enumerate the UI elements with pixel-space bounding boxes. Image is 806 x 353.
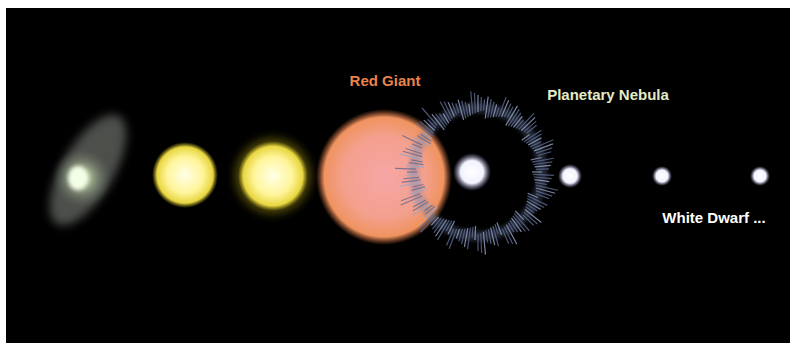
stage-label: White Dwarf ...: [662, 209, 765, 227]
nebula-spike: [428, 119, 436, 128]
nebula-spike: [468, 227, 471, 249]
young-star: [152, 142, 218, 208]
nebula-spike: [456, 104, 459, 114]
nebula-spike: [402, 180, 421, 183]
nebula-spike: [403, 151, 422, 156]
nebula-spike: [531, 158, 542, 160]
nebula-spike: [469, 104, 471, 116]
nebula-spike: [496, 107, 499, 117]
nebula-spike: [516, 120, 523, 128]
nebula-core: [453, 153, 491, 191]
nebula-spike: [446, 220, 452, 231]
nebula-spike: [533, 174, 554, 176]
nebula-spike: [526, 125, 536, 133]
nebula-spike: [536, 194, 549, 199]
nebula-spike: [488, 229, 491, 244]
nebula-spike: [483, 232, 485, 255]
nebula-spike: [522, 134, 530, 140]
nebula-spike: [534, 177, 552, 179]
white-dwarf: [652, 166, 672, 186]
nebula-spike: [533, 162, 552, 165]
main-sequence-star: [235, 138, 311, 214]
nebula-spike: [477, 95, 478, 112]
nebula-spike: [413, 200, 426, 207]
nebula-spike: [536, 185, 558, 190]
stage-label: Red Giant: [350, 72, 421, 90]
nebula-spike: [413, 184, 424, 186]
nebula-spike: [400, 154, 422, 159]
nebula-spike: [528, 138, 541, 145]
nebula-spike: [532, 171, 542, 172]
nebula-spike: [400, 182, 422, 186]
nebula-spike: [534, 144, 553, 151]
nebula-spike: [536, 188, 555, 193]
nebula-spike: [483, 99, 485, 110]
nebula-spike: [477, 234, 478, 251]
nebula-spike: [495, 224, 498, 234]
nebula-spike: [395, 168, 416, 170]
nebula-spike: [538, 152, 551, 156]
nebula-spike: [465, 102, 468, 117]
nebula-spike: [504, 104, 511, 118]
planetary-nebula-ring: [395, 91, 558, 254]
nebula-spike: [502, 229, 508, 244]
nebula-spike: [534, 180, 549, 182]
nebula-spike: [474, 226, 476, 240]
nebula-spike: [535, 165, 551, 166]
nebula-spike: [471, 227, 473, 238]
nebula-spike: [409, 163, 424, 165]
black-ground: [6, 8, 790, 343]
nebula-spike: [406, 166, 424, 168]
nebula-spike: [431, 217, 438, 225]
nebula-spike: [480, 97, 482, 111]
nebula-spike: [535, 182, 547, 184]
nebula-spike: [407, 171, 417, 172]
white-dwarf: [558, 164, 582, 188]
nebula-spike: [406, 149, 422, 154]
nebula-spike: [474, 93, 476, 113]
nebula-spike: [422, 108, 437, 125]
nebula-spike: [486, 230, 488, 242]
nebula-cloud: [34, 103, 141, 236]
nebula-spike: [456, 229, 459, 239]
nebula-spike: [405, 174, 418, 176]
nebula-spike: [523, 215, 534, 225]
white-dwarf: [750, 166, 770, 186]
nebula-spike: [536, 168, 549, 170]
nebula-spike: [447, 229, 454, 246]
nebula-spike: [448, 102, 454, 117]
nebula-spike: [411, 160, 423, 162]
nebula-spike: [471, 91, 473, 114]
nebula-spike: [401, 194, 420, 201]
nebula-spike: [403, 177, 419, 178]
nebula-spike: [526, 204, 537, 211]
nebula-spike: [514, 213, 529, 230]
stage-label: Planetary Nebula: [547, 86, 669, 104]
nebula-spike: [480, 233, 482, 253]
